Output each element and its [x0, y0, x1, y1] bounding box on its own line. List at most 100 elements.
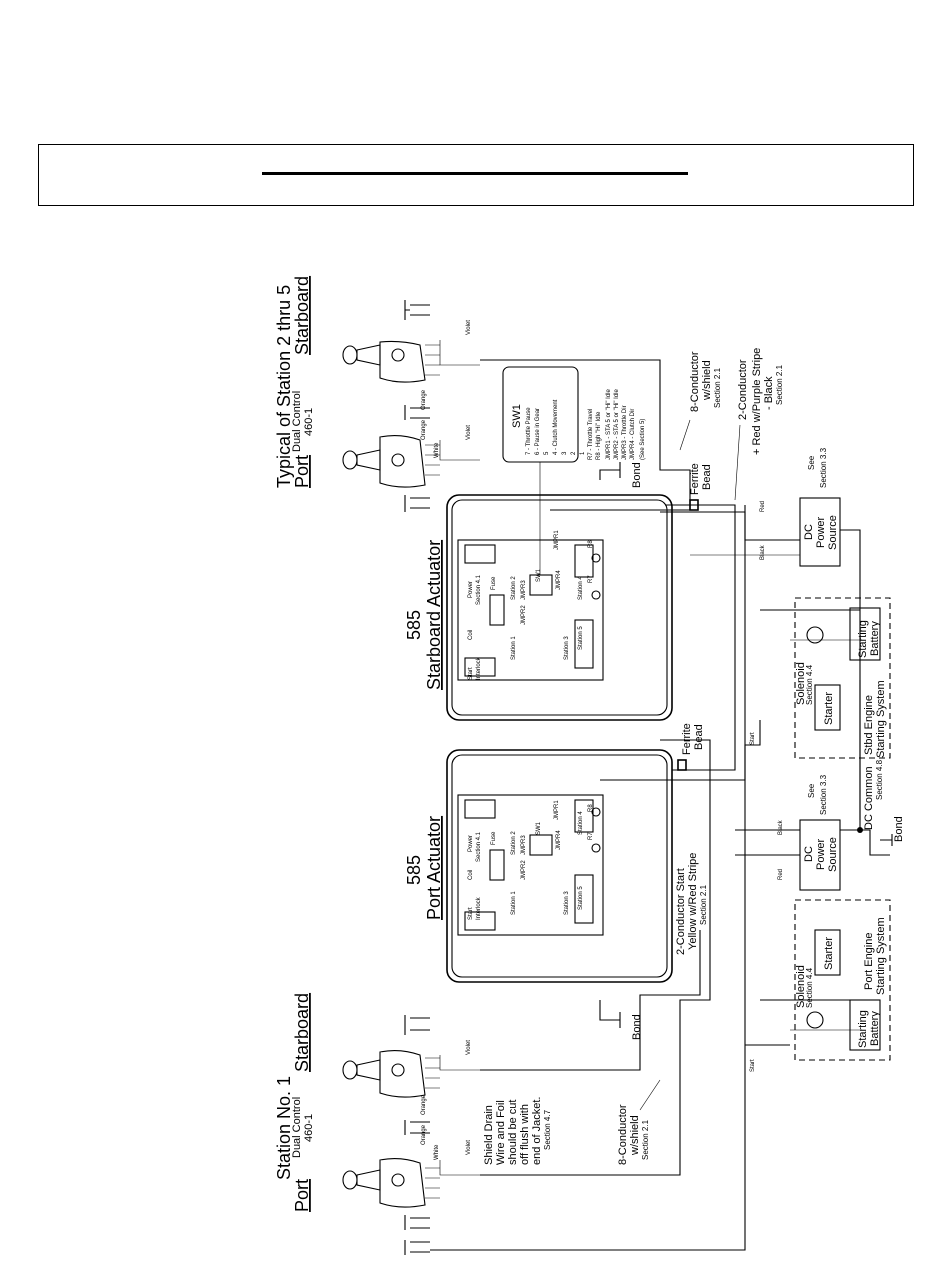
svg-text:w/shield: w/shield	[629, 1115, 641, 1156]
svg-text:R8: R8	[588, 804, 594, 812]
svg-text:Start: Start	[750, 1059, 756, 1072]
svg-text:Coil: Coil	[468, 870, 474, 880]
svg-text:Power: Power	[468, 581, 474, 598]
svg-text:Start: Start	[468, 907, 474, 920]
port-actuator-enclosure	[446, 749, 673, 983]
svg-text:JMPR1 - STA 5 or "Hi" Idle: JMPR1 - STA 5 or "Hi" Idle	[606, 389, 612, 460]
port-board-labels: Power Section 4.1 Fuse Coil Start Interl…	[468, 800, 594, 920]
svg-text:R7: R7	[588, 575, 594, 583]
control-head-port-station-2-5	[342, 434, 440, 488]
callout-2-conductor: 2-Conductor + Red w/Purple Stripe - Blac…	[734, 348, 784, 501]
title-box	[38, 144, 914, 206]
svg-text:460-1: 460-1	[303, 1114, 315, 1142]
svg-text:Black: Black	[760, 544, 766, 560]
svg-text:Starting: Starting	[857, 620, 869, 658]
svg-text:Station 2: Station 2	[511, 576, 517, 600]
svg-text:R7 - Throttle Travel: R7 - Throttle Travel	[588, 409, 594, 460]
head-wire-labels: Violet Violet Orange Orange White Violet…	[421, 320, 472, 1160]
svg-text:JMPR1: JMPR1	[554, 800, 560, 820]
svg-text:Port: Port	[292, 455, 312, 488]
svg-text:3: 3	[562, 451, 568, 455]
svg-text:Bead: Bead	[693, 724, 705, 750]
svg-text:2-Conductor: 2-Conductor	[737, 359, 749, 420]
svg-text:DC: DC	[803, 846, 815, 862]
svg-text:JMPR2: JMPR2	[521, 860, 527, 880]
svg-text:Station 3: Station 3	[564, 636, 570, 660]
svg-text:Source: Source	[827, 515, 839, 550]
svg-text:Dual Control: Dual Control	[291, 1097, 303, 1158]
svg-text:Starter: Starter	[823, 692, 835, 725]
svg-text:Station 1: Station 1	[511, 636, 517, 660]
svg-text:JMPR4 - Clutch Dir: JMPR4 - Clutch Dir	[630, 409, 636, 460]
svg-text:Section 4.8: Section 4.8	[875, 759, 884, 800]
svg-text:Violet: Violet	[466, 1040, 472, 1055]
callout-8-conductor-port: 8-Conductor w/shield Section 2.1	[617, 1079, 661, 1165]
svg-text:Red: Red	[760, 501, 766, 512]
svg-text:Station 1: Station 1	[511, 891, 517, 915]
ferrite-bead-port: Ferrite Bead	[677, 723, 705, 771]
svg-text:1: 1	[580, 451, 586, 455]
svg-text:585: 585	[404, 610, 424, 640]
bond-port: Bond	[599, 1000, 643, 1040]
port-actuator-title: 585 Port Actuator	[404, 816, 444, 920]
svg-text:Section 2.1: Section 2.1	[713, 367, 722, 408]
svg-text:White: White	[434, 442, 440, 458]
svg-text:end of Jacket.: end of Jacket.	[531, 1097, 543, 1166]
svg-text:Station 3: Station 3	[564, 891, 570, 915]
svg-text:Orange: Orange	[421, 1094, 427, 1115]
svg-text:JMPR3 - Throttle Dir: JMPR3 - Throttle Dir	[622, 405, 628, 460]
control-head-stbd-station-2-5	[342, 340, 440, 383]
head-connectors	[404, 300, 430, 1255]
svg-text:Starting: Starting	[857, 1010, 869, 1048]
svg-text:Bond: Bond	[631, 462, 643, 488]
svg-text:Ferrite: Ferrite	[681, 723, 693, 755]
svg-text:5: 5	[544, 451, 550, 455]
svg-text:Section 4.4: Section 4.4	[805, 664, 814, 705]
svg-text:R8 - High "Hi" Idle: R8 - High "Hi" Idle	[596, 411, 602, 460]
svg-text:Station 5: Station 5	[578, 886, 584, 910]
svg-text:SW1: SW1	[536, 568, 542, 582]
svg-text:off flush with: off flush with	[519, 1104, 531, 1165]
svg-text:Typical of Station 2 thru 5: Typical of Station 2 thru 5	[274, 285, 294, 488]
svg-text:Section 2.1: Section 2.1	[775, 364, 784, 405]
svg-text:+ Red w/Purple Stripe: + Red w/Purple Stripe	[751, 348, 763, 455]
svg-text:JMPR3: JMPR3	[521, 835, 527, 855]
svg-text:Bond: Bond	[893, 816, 905, 842]
svg-text:Battery: Battery	[869, 621, 881, 656]
svg-text:DC: DC	[803, 524, 815, 540]
svg-text:Section 4.4: Section 4.4	[805, 967, 814, 1008]
svg-text:Black: Black	[778, 819, 784, 835]
port-engine-starting-system: Starting Battery Starter Solenoid Sectio…	[750, 899, 891, 1072]
svg-text:Coil: Coil	[468, 630, 474, 640]
svg-text:DC Common: DC Common	[863, 766, 875, 830]
ferrite-bead-stbd: Ferrite Bead	[689, 463, 713, 511]
svg-text:Section 2.1: Section 2.1	[699, 884, 708, 925]
svg-text:See: See	[807, 783, 816, 798]
svg-text:Station 2: Station 2	[511, 831, 517, 855]
svg-text:Station 5: Station 5	[578, 626, 584, 650]
svg-text:w/shield: w/shield	[701, 360, 713, 401]
control-head-port-station-1	[342, 1157, 440, 1208]
svg-text:Station No. 1: Station No. 1	[274, 1076, 294, 1180]
svg-text:Power: Power	[468, 835, 474, 852]
svg-text:SW1: SW1	[511, 404, 523, 428]
svg-text:Starting System: Starting System	[875, 680, 887, 758]
svg-text:Battery: Battery	[869, 1011, 881, 1046]
callout-2-conductor-start: 2-Conductor Start Yellow w/Red Stripe Se…	[675, 853, 708, 955]
svg-text:Power: Power	[815, 838, 827, 870]
svg-text:Section 4.1: Section 4.1	[476, 831, 482, 862]
svg-text:(See Section 5): (See Section 5)	[640, 419, 646, 460]
svg-text:Starter: Starter	[823, 937, 835, 970]
shield-note: Shield Drain Wire and Foil should be cut…	[483, 1097, 552, 1166]
svg-text:Dual Control: Dual Control	[291, 391, 303, 452]
svg-text:JMPR2: JMPR2	[521, 605, 527, 625]
svg-text:R8: R8	[588, 540, 594, 548]
dc-power-source-port: DC Power Source See Section 3.3 Black Re…	[778, 774, 841, 891]
svg-text:Orange: Orange	[421, 389, 427, 410]
bond-stbd: Bond	[599, 462, 643, 488]
svg-text:585: 585	[404, 855, 424, 885]
svg-text:Port Engine: Port Engine	[863, 933, 875, 990]
svg-text:460-1: 460-1	[303, 408, 315, 436]
svg-text:Red: Red	[778, 869, 784, 880]
